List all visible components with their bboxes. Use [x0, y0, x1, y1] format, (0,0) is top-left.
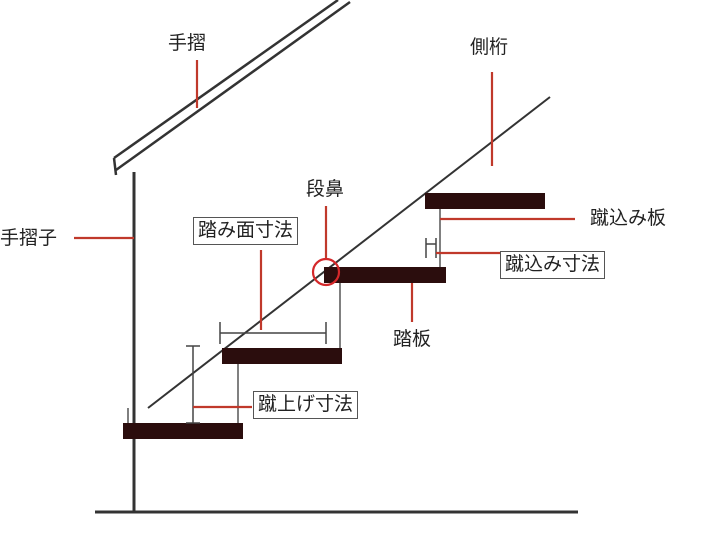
label-stringer: 側桁	[470, 36, 509, 58]
label-riser-height: 蹴上げ寸法	[253, 391, 359, 419]
tread-4	[425, 193, 545, 209]
label-tread-depth: 踏み面寸法	[193, 217, 299, 245]
label-handrail-post: 手摺子	[0, 227, 58, 249]
leader-lines	[74, 60, 575, 409]
nosing-circle	[311, 257, 341, 287]
tread-3	[324, 267, 446, 283]
riser-recess-dimension	[425, 238, 437, 258]
stringer-line	[147, 96, 551, 409]
tread-1	[123, 423, 243, 439]
label-nosing: 段鼻	[306, 178, 345, 200]
label-riser-board: 蹴込み板	[590, 207, 667, 229]
riser-height-dimension	[186, 345, 200, 424]
label-riser-recess: 蹴込み寸法	[500, 251, 606, 279]
handrail	[112, 0, 351, 176]
tread-depth-dimension	[219, 322, 327, 344]
tread-2	[222, 348, 342, 364]
label-tread-board: 踏板	[393, 328, 432, 350]
label-handrail: 手摺	[168, 32, 207, 54]
